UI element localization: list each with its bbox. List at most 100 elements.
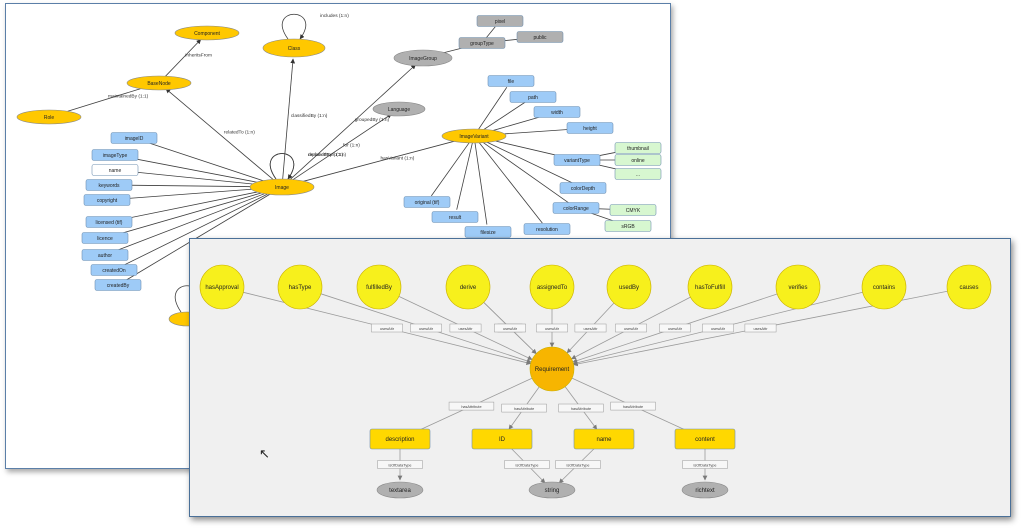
node-label: imageID — [125, 136, 144, 142]
edge-imagevariant-original — [431, 141, 471, 197]
edge-image-copyright — [114, 187, 275, 200]
node-label: BaseNode — [147, 81, 171, 87]
edge-label: hasAttribute — [461, 405, 481, 409]
edge-content-richtext: isOfDataType — [682, 449, 728, 481]
node-string[interactable]: string — [528, 481, 576, 499]
node-requirement[interactable]: Requirement — [529, 346, 575, 392]
node-label: Component — [194, 31, 220, 37]
nodes: hasApproval hasType fulfilledBy derive assig… — [199, 264, 992, 499]
node-name[interactable]: name — [573, 428, 635, 450]
edge-basenode-role: maintainedBy (1:1) — [57, 84, 153, 116]
node-name[interactable]: name — [91, 164, 139, 176]
edge-imagevariant-result — [456, 142, 473, 210]
node-file[interactable]: file — [487, 75, 535, 87]
requirement-model-diagram-window: usesAttr usesAttr usesAttr derive usesAttr us… — [189, 238, 1011, 517]
node-causes[interactable]: causes — [946, 264, 992, 310]
node-pixel[interactable]: pixel — [476, 15, 524, 27]
node-description[interactable]: description — [369, 428, 431, 450]
node-label: hasType — [289, 285, 312, 291]
edge-label: hasAttribute — [571, 407, 591, 411]
mouse-cursor-icon: ↖ — [259, 446, 270, 461]
node-colordepth[interactable]: colorDepth — [559, 182, 607, 194]
node-image[interactable]: Image — [249, 178, 315, 196]
node-label: height — [583, 126, 597, 132]
node-path[interactable]: path — [509, 91, 557, 103]
node-varianttype[interactable]: variantType — [553, 154, 601, 166]
node-hastofulfill[interactable]: hasToFulfill — [687, 264, 733, 310]
node-derive[interactable]: derive — [445, 264, 491, 310]
node-label: public — [533, 35, 547, 41]
edge-label: maintainedBy (1:1) — [108, 94, 149, 100]
edge-image-licence — [112, 188, 275, 237]
node-role[interactable]: Role — [16, 109, 82, 125]
edge-label: inheritsFrom — [185, 53, 212, 59]
node-richtext[interactable]: richtext — [681, 481, 729, 499]
node-class[interactable]: Class — [262, 38, 326, 58]
node-hastype[interactable]: hasType — [277, 264, 323, 310]
node-basenode[interactable]: BaseNode — [126, 75, 192, 91]
node-licence[interactable]: licence — [81, 232, 129, 244]
node-[interactable]: ... — [614, 168, 662, 180]
node-label: colorRange — [563, 206, 589, 212]
node-thumbnail[interactable]: thumbnail — [614, 142, 662, 154]
node-component[interactable]: Component — [174, 25, 240, 41]
edge-imagevariant-file — [477, 86, 508, 131]
edge-image-class: classifiedBy (1:n) — [282, 58, 328, 180]
node-grouptype[interactable]: groupType — [458, 37, 506, 49]
edge-imagevariant-colordepth — [480, 138, 577, 186]
edge-label: usesAttr — [754, 327, 769, 331]
node-label: path — [528, 95, 538, 101]
node-fulfilledby[interactable]: fulfilledBy — [356, 264, 402, 310]
node-verifies[interactable]: verifies — [775, 264, 821, 310]
node-label: fulfilledBy — [366, 285, 392, 291]
node-contains[interactable]: contains — [861, 264, 907, 310]
node-label: description — [385, 437, 414, 443]
edge-label: usesAttr — [419, 327, 434, 331]
edge-verifies-requirement: usesAttr — [572, 293, 778, 363]
node-id[interactable]: ID — [471, 428, 533, 450]
node-resolution[interactable]: resolution — [523, 223, 571, 235]
node-label: hasApproval — [205, 285, 238, 291]
edge-label: usesAttr — [624, 327, 639, 331]
node-label: thumbnail — [627, 146, 649, 152]
node-imageid[interactable]: imageID — [110, 132, 158, 144]
node-imagegroup[interactable]: ImageGroup — [393, 49, 453, 67]
node-licensed-tif[interactable]: licensed (tif) — [85, 216, 133, 228]
node-assignedto[interactable]: assignedTo — [529, 264, 575, 310]
node-srgb[interactable]: sRGB — [604, 220, 652, 232]
edge-label: usesAttr — [380, 327, 395, 331]
edge-label: usesAttr — [459, 327, 474, 331]
node-result[interactable]: result — [431, 211, 479, 223]
node-filesize[interactable]: filesize — [464, 226, 512, 238]
edge-label: usesAttr — [584, 327, 599, 331]
node-online[interactable]: online — [614, 154, 662, 166]
node-createdby[interactable]: createdBy — [94, 279, 142, 291]
edge-label: hasAttribute — [514, 407, 534, 411]
node-label: contains — [873, 285, 895, 291]
node-hasapproval[interactable]: hasApproval — [199, 264, 245, 310]
node-content[interactable]: content — [674, 428, 736, 450]
node-label: copyright — [97, 198, 118, 204]
node-cmyk[interactable]: CMYK — [609, 204, 657, 216]
node-createdon[interactable]: createdOn — [90, 264, 138, 276]
node-label: online — [631, 158, 645, 164]
edge-image-basenode: relatedTo (1:n) — [165, 88, 277, 183]
node-width[interactable]: width — [533, 106, 581, 118]
node-keywords[interactable]: keywords — [85, 179, 133, 191]
edge-label: groupedBy (1:n) — [355, 117, 390, 123]
node-label: licence — [97, 236, 113, 242]
node-usedby[interactable]: usedBy — [606, 264, 652, 310]
node-imagevariant[interactable]: ImageVariant — [441, 128, 507, 144]
node-original-tif[interactable]: original (tif) — [403, 196, 451, 208]
node-public[interactable]: public — [516, 31, 564, 43]
edge-class-class: includes (1:n) — [281, 13, 349, 40]
node-height[interactable]: height — [566, 122, 614, 134]
node-colorrange[interactable]: colorRange — [552, 202, 600, 214]
node-language[interactable]: Language — [372, 101, 426, 117]
node-copyright[interactable]: copyright — [83, 194, 131, 206]
node-label: string — [545, 488, 560, 494]
node-textarea[interactable]: textarea — [376, 481, 424, 499]
edge-label: usesAttr — [711, 327, 726, 331]
node-imagetype[interactable]: imageType — [91, 149, 139, 161]
node-author[interactable]: author — [81, 249, 129, 261]
